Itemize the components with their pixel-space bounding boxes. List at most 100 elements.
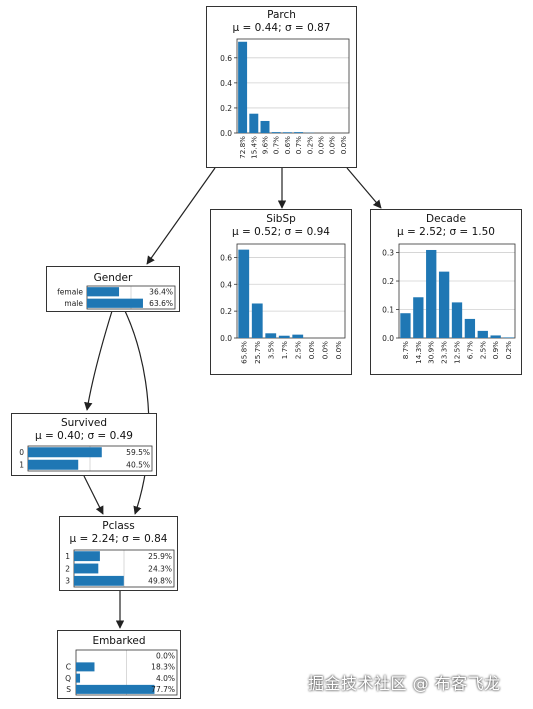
edge-parch-decade	[346, 167, 382, 209]
plot-frame	[86, 285, 176, 310]
bar-label: 23.3%	[440, 341, 449, 364]
value-label: 0.0%	[156, 651, 175, 660]
parch-chart: 0.00.20.40.672.8%15.4%9.6%0.7%0.6%0.7%0.…	[220, 38, 350, 159]
value-label: 63.6%	[149, 299, 173, 308]
node-stats: μ = 0.52; σ = 0.94	[232, 226, 330, 238]
ytick-label: 0.4	[220, 79, 232, 88]
bar	[438, 271, 450, 338]
bar-label: 0.0%	[307, 341, 316, 359]
bar	[74, 575, 124, 586]
bar-label: 0.0%	[334, 341, 343, 359]
ytick-label: 0.3	[382, 249, 394, 258]
bar	[238, 249, 250, 338]
node-title: Gender	[93, 272, 133, 284]
node-stats: μ = 2.24; σ = 0.84	[69, 533, 168, 545]
bar	[294, 132, 304, 133]
category-label: 1	[19, 461, 24, 470]
bar	[87, 298, 143, 308]
bar-label: 0.2%	[504, 341, 513, 359]
bar	[451, 302, 463, 338]
ytick-label: 0.2	[382, 277, 394, 286]
bar	[74, 551, 100, 562]
bar	[74, 563, 99, 574]
node-title: Embarked	[92, 635, 146, 647]
node-stats: μ = 0.44; σ = 0.87	[232, 22, 331, 34]
sibsp-chart: 0.00.20.40.665.8%25.7%3.5%1.7%2.5%0.0%0.…	[220, 243, 346, 364]
category-label: S	[66, 685, 71, 694]
bar-label: 0.7%	[294, 136, 303, 154]
value-label: 24.3%	[148, 564, 172, 573]
bar	[28, 447, 102, 458]
bar	[271, 132, 281, 133]
ytick-label: 0.4	[220, 280, 232, 289]
ytick-label: 0.6	[220, 54, 232, 63]
bar	[477, 330, 488, 338]
bar-label: 2.5%	[478, 341, 487, 359]
watermark: 掘金技术社区 @ 布客飞龙	[308, 674, 501, 693]
ytick-label: 0.2	[220, 104, 232, 113]
bar	[413, 297, 424, 338]
node-title: Pclass	[102, 520, 135, 532]
category-label: 3	[65, 577, 70, 586]
node-title: Decade	[426, 213, 466, 225]
bar-label: 25.7%	[253, 341, 262, 364]
bar	[464, 318, 476, 338]
plot-frame	[27, 445, 153, 472]
bar-label: 12.5%	[453, 341, 462, 364]
bar	[251, 303, 263, 338]
bar-label: 2.5%	[293, 341, 302, 359]
category-label: 1	[65, 552, 70, 561]
bar-label: 0.0%	[328, 136, 337, 154]
value-label: 36.4%	[149, 288, 173, 297]
plot-frame	[236, 38, 350, 134]
bar-label: 0.9%	[491, 341, 500, 359]
bar	[490, 335, 501, 338]
node-title: Survived	[60, 417, 108, 429]
bar	[76, 662, 95, 672]
node-stats: μ = 0.40; σ = 0.49	[35, 430, 133, 442]
bar	[282, 132, 292, 133]
bar	[278, 335, 290, 338]
bar	[260, 120, 270, 133]
bar-label: 65.8%	[239, 341, 248, 364]
ytick-label: 0.1	[382, 306, 394, 315]
category-label: 2	[65, 564, 70, 573]
node-title: SibSp	[266, 213, 296, 225]
value-label: 40.5%	[126, 461, 150, 470]
bar-label: 1.7%	[280, 341, 289, 359]
bar-label: 8.7%	[401, 341, 410, 359]
bar-label: 0.6%	[283, 136, 292, 154]
category-label: C	[66, 663, 71, 672]
bar-label: 0.0%	[320, 341, 329, 359]
bar-label: 14.3%	[414, 341, 423, 364]
edge-gender-survived	[84, 310, 113, 411]
bar	[249, 113, 259, 133]
bar-label: 6.7%	[465, 341, 474, 359]
bar-label: 0.0%	[339, 136, 348, 154]
bar	[503, 337, 514, 338]
node-decade: Decade μ = 2.52; σ = 1.50 0.0 0.1 0.2 0.3 8.…	[370, 209, 522, 375]
bar-label: 15.4%	[249, 136, 258, 159]
bar	[238, 41, 248, 133]
ytick-label: 0.0	[220, 129, 232, 138]
node-stats: μ = 2.52; σ = 1.50	[397, 226, 495, 238]
bar	[292, 334, 304, 338]
decade-chart: 0.00.10.20.38.7%14.3%30.9%23.3%12.5%6.7%…	[382, 243, 516, 364]
edge-gender-pclass	[124, 310, 150, 515]
value-label: 59.5%	[126, 448, 150, 457]
value-label: 49.8%	[148, 577, 172, 586]
bar	[87, 287, 120, 297]
ytick-label: 0.2	[220, 307, 232, 316]
plot-frame	[236, 243, 346, 339]
ytick-label: 0.0	[382, 334, 394, 343]
